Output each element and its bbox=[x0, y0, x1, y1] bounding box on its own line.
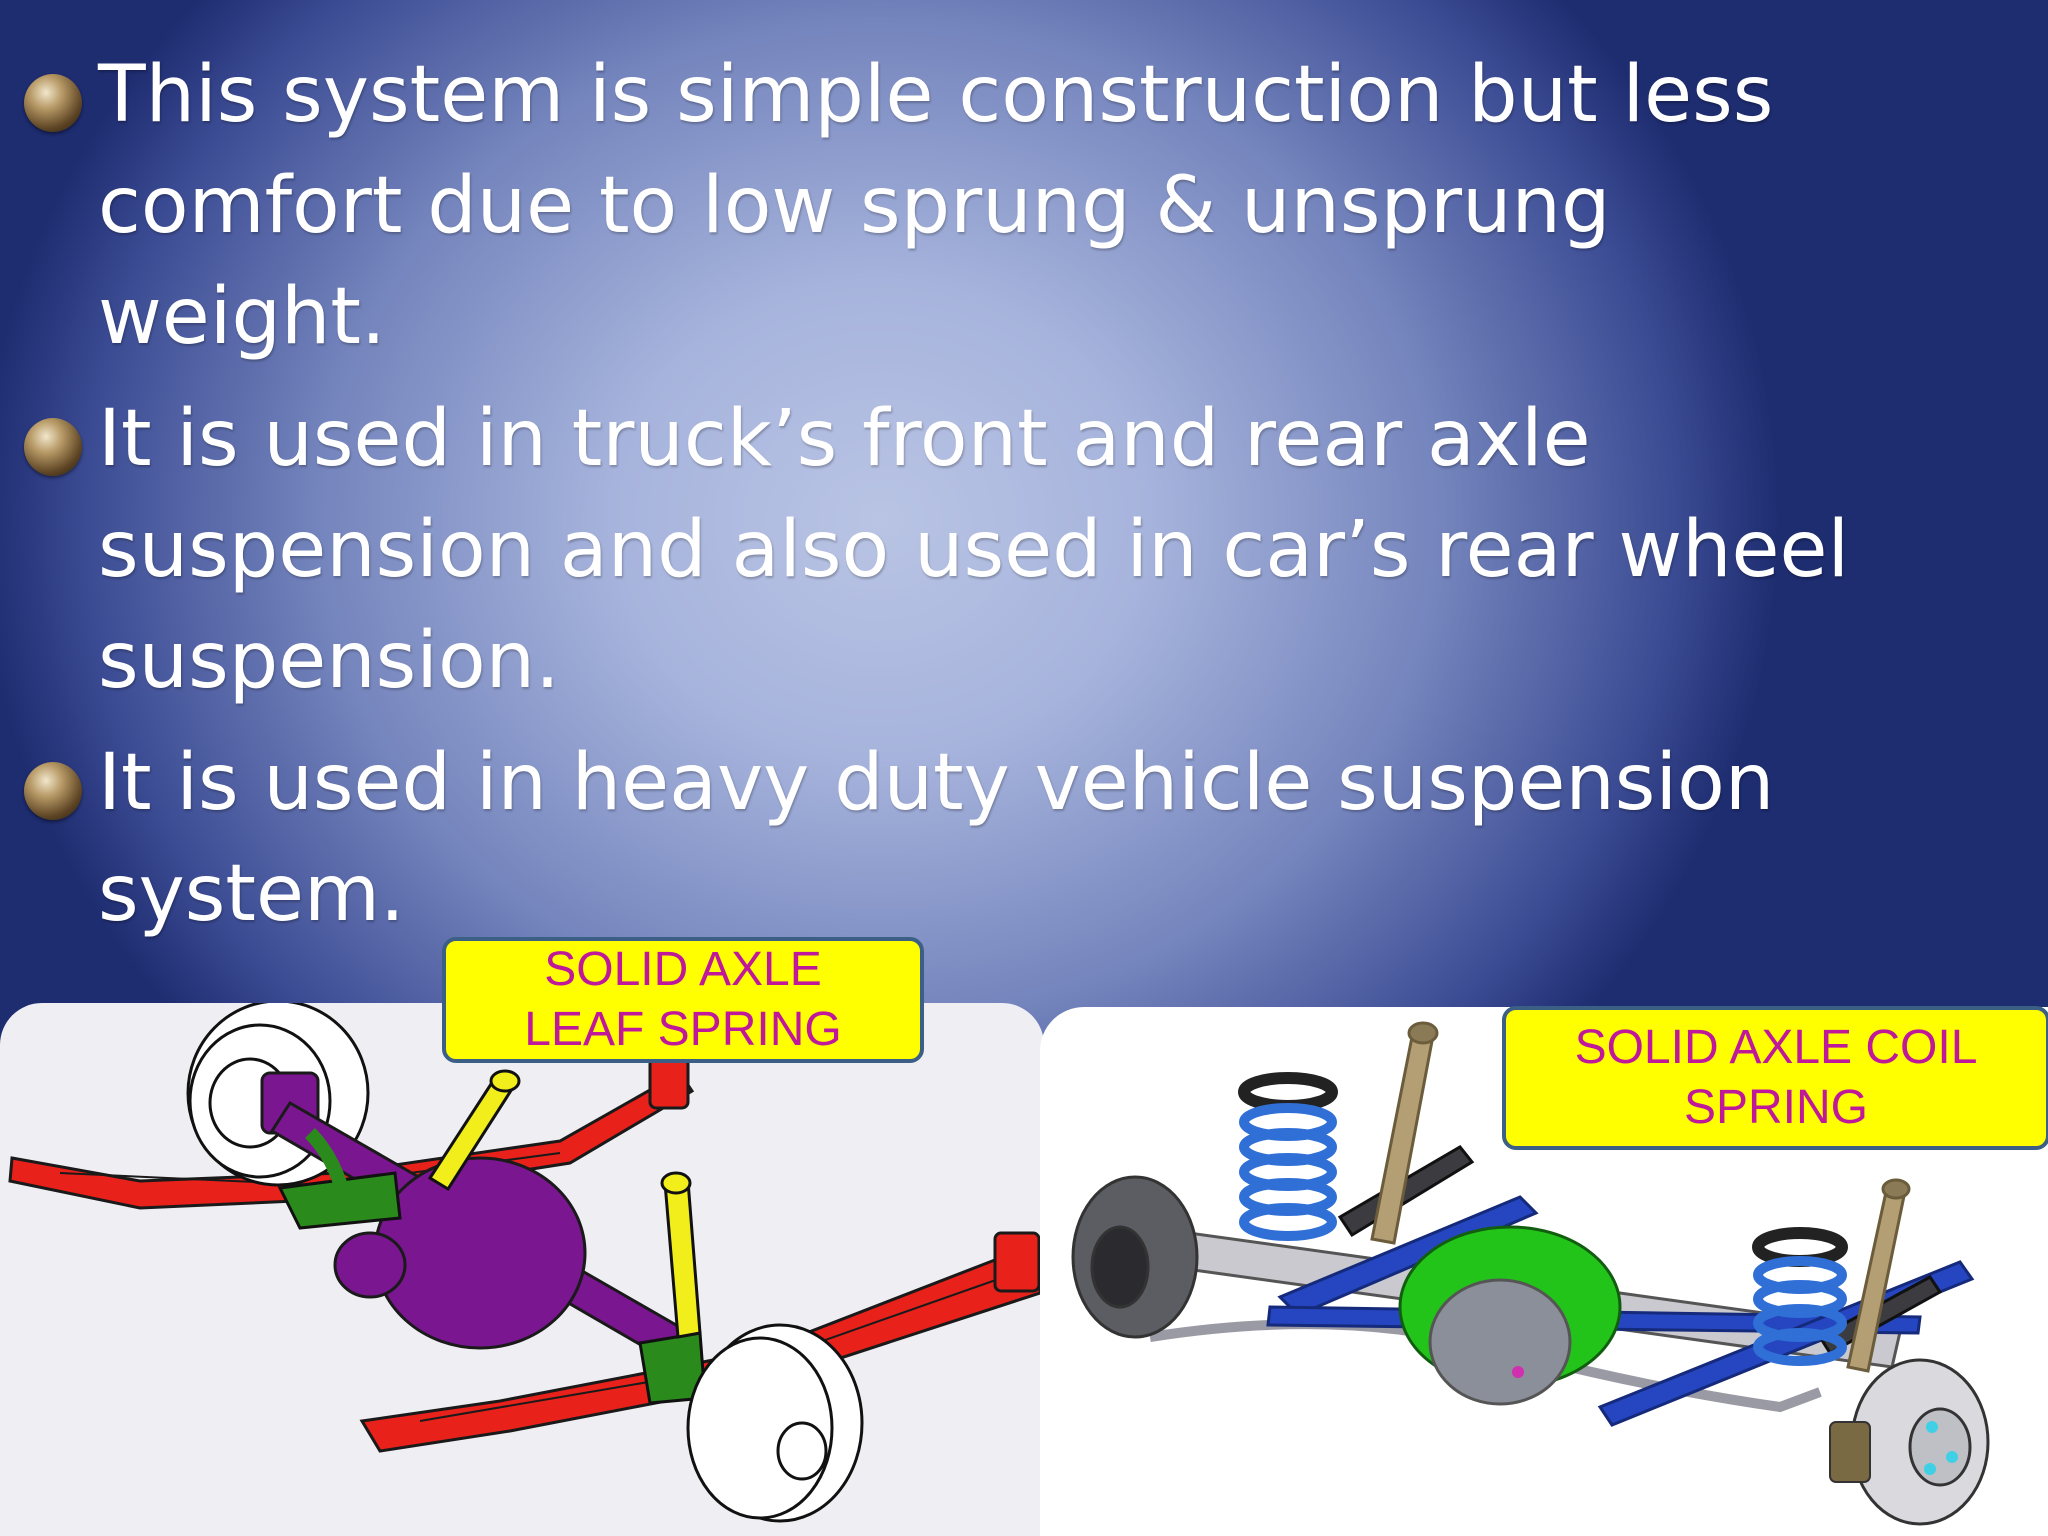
bullet-item: This system is simple construction but l… bbox=[24, 40, 1864, 373]
bullet-line: suspension and also used in car’s rear w… bbox=[98, 505, 1850, 595]
shock-absorbers bbox=[427, 1069, 702, 1339]
label-line: SOLID AXLE COIL bbox=[1574, 1021, 1978, 1074]
bullet-line: comfort due to low sprung & unsprung bbox=[98, 161, 1611, 251]
leaf-spring-axle-illustration-icon bbox=[8, 1003, 1042, 1523]
spring-brackets bbox=[277, 1128, 707, 1405]
label-line: SOLID AXLE bbox=[544, 943, 822, 996]
brake-caliper bbox=[1829, 1421, 1871, 1483]
coil-springs bbox=[1238, 1072, 1848, 1366]
wheel-lower bbox=[686, 1323, 864, 1523]
bullet-line: weight. bbox=[98, 272, 386, 362]
bullet-sphere-icon bbox=[24, 74, 82, 132]
bullet-item: It is used in truck’s front and rear axl… bbox=[24, 384, 1864, 717]
bullet-line: system. bbox=[98, 849, 405, 939]
label-line: LEAF SPRING bbox=[524, 1003, 842, 1056]
axle-housing bbox=[260, 1071, 693, 1366]
bullet-list: This system is simple construction but l… bbox=[24, 40, 1864, 950]
bullet-sphere-icon bbox=[24, 418, 82, 476]
label-line: SPRING bbox=[1683, 1081, 1869, 1134]
bullet-text: It is used in truck’s front and rear axl… bbox=[98, 384, 1849, 717]
leaf-spring-label: SOLID AXLE LEAF SPRING bbox=[442, 937, 924, 1063]
coil-spring-label: SOLID AXLE COIL SPRING bbox=[1502, 1006, 2048, 1150]
bullet-item: It is used in heavy duty vehicle suspens… bbox=[24, 728, 1864, 950]
bullet-text: This system is simple construction but l… bbox=[98, 40, 1773, 373]
bullet-line: It is used in truck’s front and rear axl… bbox=[98, 394, 1591, 484]
coil-spring-axle-illustration-icon bbox=[1071, 1021, 1990, 1526]
brake-discs bbox=[1071, 1175, 1990, 1526]
bullet-sphere-icon bbox=[24, 762, 82, 820]
leaf-spring-axle-image bbox=[0, 1003, 1044, 1536]
bullet-text: It is used in heavy duty vehicle suspens… bbox=[98, 728, 1774, 950]
shock-absorbers bbox=[1370, 1021, 1911, 1373]
bullet-line: This system is simple construction but l… bbox=[98, 50, 1774, 140]
differential bbox=[1398, 1225, 1622, 1406]
bullet-line: It is used in heavy duty vehicle suspens… bbox=[98, 738, 1775, 828]
bullet-line: suspension. bbox=[98, 616, 560, 706]
